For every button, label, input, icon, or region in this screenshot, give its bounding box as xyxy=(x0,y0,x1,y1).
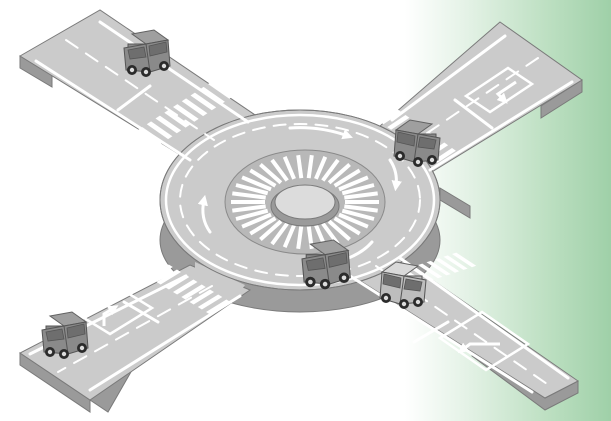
crosswalk-stripe xyxy=(427,261,451,276)
crosswalk-stripe xyxy=(444,255,468,270)
central-island xyxy=(225,150,385,254)
crosswalk-stripe xyxy=(435,258,459,273)
car-southwest-arm xyxy=(42,312,88,359)
crosswalk-stripe xyxy=(452,253,476,268)
